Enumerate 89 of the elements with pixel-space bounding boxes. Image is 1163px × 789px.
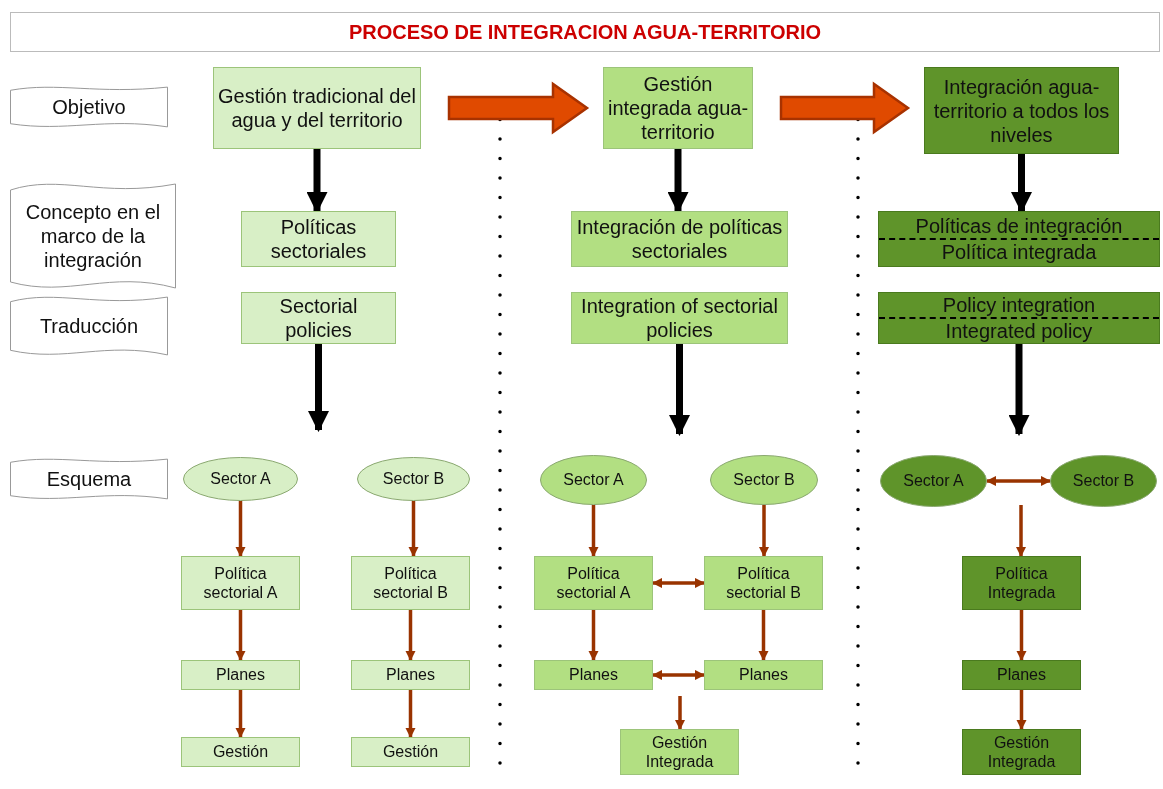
process-box xyxy=(571,292,788,344)
process-box xyxy=(213,67,421,149)
process-box xyxy=(181,737,300,767)
node-label: Política sectorial B xyxy=(372,563,449,603)
process-box xyxy=(962,556,1081,610)
arrow xyxy=(1016,610,1027,662)
node-label: Sector A xyxy=(209,469,272,489)
arrow xyxy=(588,610,599,662)
node-label: Política sectorial B xyxy=(725,563,802,603)
process-box xyxy=(534,660,653,690)
arrow xyxy=(1015,505,1027,558)
process-box xyxy=(181,556,300,610)
node-label: Políticas sectoriales xyxy=(269,215,368,263)
process-box xyxy=(962,729,1081,775)
split-box xyxy=(878,211,1160,267)
arrow xyxy=(758,610,769,662)
arrow xyxy=(758,505,770,558)
node-label: Integrated policy xyxy=(879,317,1159,343)
node-label: Gestión xyxy=(381,742,440,762)
node-label: Policy integration xyxy=(941,293,1097,317)
process-box xyxy=(620,729,739,775)
process-box xyxy=(924,67,1119,154)
double-arrow xyxy=(985,475,1052,487)
node-label: Gestión Integrada xyxy=(644,732,715,772)
arrow xyxy=(308,344,329,433)
arrow xyxy=(669,344,690,437)
row-label: Esquema xyxy=(46,467,132,491)
double-arrow xyxy=(651,577,706,589)
sector-ellipse xyxy=(880,455,987,507)
node-label: Sector B xyxy=(381,469,446,489)
process-box xyxy=(704,556,823,610)
node-label: Planes xyxy=(385,665,436,685)
sector-ellipse xyxy=(1050,455,1157,507)
node-label: Sectorial policies xyxy=(278,294,359,342)
node-label: Política Integrada xyxy=(986,563,1057,603)
diagram-title: PROCESO DE INTEGRACION AGUA-TERRITORIO xyxy=(348,20,822,44)
process-box xyxy=(181,660,300,690)
process-box xyxy=(704,660,823,690)
row-label: Objetivo xyxy=(52,95,126,119)
node-label: Política sectorial A xyxy=(202,563,279,603)
node-label: Integración de políticas sectoriales xyxy=(575,215,784,263)
arrow xyxy=(235,690,246,739)
node-label: Política sectorial A xyxy=(555,563,632,603)
arrow xyxy=(408,501,419,558)
node-label: Integration of sectorial policies xyxy=(580,294,779,342)
node-label: Integración agua-territorio a todos los niveles xyxy=(932,74,1111,147)
node-label: Gestión xyxy=(211,742,270,762)
node-label: Sector A xyxy=(902,471,965,491)
process-box xyxy=(241,292,396,344)
arrow xyxy=(235,610,246,662)
block-arrow xyxy=(779,81,911,135)
node-label: Sector B xyxy=(1071,471,1136,491)
row-label-banner xyxy=(10,180,176,292)
node-label: Sector B xyxy=(732,470,796,490)
node-label: Planes xyxy=(215,665,266,685)
sector-ellipse xyxy=(710,455,818,505)
node-label: Planes xyxy=(738,665,789,685)
sector-ellipse xyxy=(183,457,298,501)
process-box xyxy=(351,737,470,767)
row-label: Traducción xyxy=(39,314,139,338)
row-label-banner xyxy=(10,85,168,129)
arrow xyxy=(674,696,686,731)
row-label: Concepto en el marco de la integración xyxy=(24,200,162,272)
arrow xyxy=(1016,690,1027,731)
split-box xyxy=(878,292,1160,344)
process-box xyxy=(534,556,653,610)
node-label: Gestión Integrada xyxy=(986,732,1057,772)
process-box xyxy=(241,211,396,267)
node-label: Políticas de integración xyxy=(914,214,1124,238)
arrow xyxy=(405,690,416,739)
row-label-banner xyxy=(10,294,168,358)
process-box xyxy=(351,660,470,690)
node-label: Planes xyxy=(996,665,1047,685)
process-box xyxy=(351,556,470,610)
sector-ellipse xyxy=(540,455,647,505)
node-label: Planes xyxy=(568,665,619,685)
node-label: Gestión tradicional del agua y del territorio xyxy=(217,84,417,132)
node-label: Política integrada xyxy=(879,238,1159,264)
arrow xyxy=(588,505,599,558)
arrow xyxy=(1008,344,1030,437)
process-box xyxy=(962,660,1081,690)
node-label: Gestión integrada agua-territorio xyxy=(606,72,750,144)
double-arrow xyxy=(651,669,706,681)
row-label-banner xyxy=(10,457,168,501)
block-arrow xyxy=(447,81,590,135)
arrow xyxy=(405,610,416,662)
node-label: Sector A xyxy=(562,470,625,490)
arrow xyxy=(235,501,246,558)
sector-ellipse xyxy=(357,457,470,501)
